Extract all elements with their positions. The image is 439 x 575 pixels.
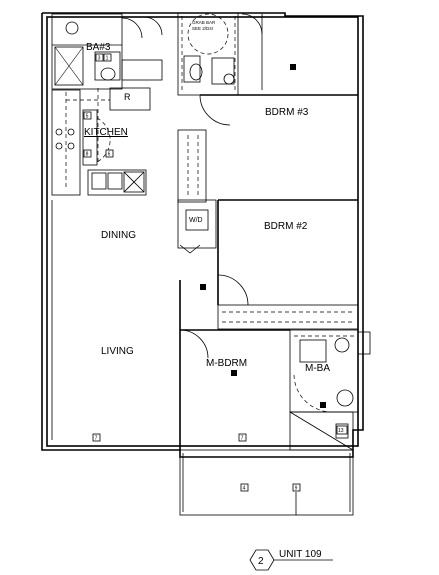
svg-text:6: 6 (108, 152, 111, 158)
markers (200, 64, 326, 408)
kitchen (51, 87, 151, 196)
tag-5: 5 (83, 111, 92, 120)
room-label-bdrm2: BDRM #2 (264, 221, 308, 232)
bedroom-3 (177, 94, 358, 203)
patio (179, 449, 354, 516)
unit-number: 2 (258, 556, 264, 567)
unit-label: UNIT 109 (279, 549, 322, 560)
svg-text:8: 8 (86, 152, 89, 158)
bathroom-top (177, 12, 263, 96)
room-label-mba: M-BA (305, 363, 330, 374)
svg-text:5: 5 (86, 114, 89, 120)
note-see-detail: SEE 2/D4r (192, 26, 214, 31)
svg-text:1: 1 (106, 56, 109, 62)
room-label-wd: W/D (189, 217, 203, 224)
note-grab-bar: GRAB BAR (192, 20, 216, 25)
svg-text:3: 3 (98, 56, 101, 62)
tag-1: 1 (103, 53, 112, 62)
tag-8: 8 (83, 149, 92, 158)
svg-text:7: 7 (241, 436, 244, 442)
exterior-walls (41, 12, 364, 458)
room-label-living: LIVING (101, 346, 134, 357)
bathroom-3 (51, 13, 163, 90)
tag-7-mbdrm: 7 (238, 433, 247, 442)
bedroom-2 (217, 200, 359, 330)
room-label-bdrm3: BDRM #3 (265, 107, 309, 118)
master-bath (289, 329, 371, 413)
svg-text:7: 7 (95, 436, 98, 442)
tag-7-living: 7 (92, 433, 101, 442)
room-label-r: R (124, 92, 131, 102)
room-label-ba3: BA#3 (86, 42, 111, 53)
svg-text:13: 13 (338, 428, 344, 434)
tag-4: 4 (240, 483, 249, 492)
room-label-kitchen: KITCHEN (84, 127, 128, 138)
tag-13: 13 (336, 425, 348, 435)
unit-tag: 2 UNIT 109 (249, 549, 333, 571)
svg-text:4: 4 (243, 486, 246, 492)
washer-dryer-closet (177, 199, 217, 254)
room-label-mbdrm: M-BDRM (206, 358, 247, 369)
tag-3: 3 (95, 53, 104, 62)
room-label-dining: DINING (101, 230, 136, 241)
tag-6: 6 (105, 149, 114, 158)
interior-walls (51, 200, 290, 450)
tag-9: 9 (292, 483, 301, 492)
svg-text:9: 9 (295, 486, 298, 492)
